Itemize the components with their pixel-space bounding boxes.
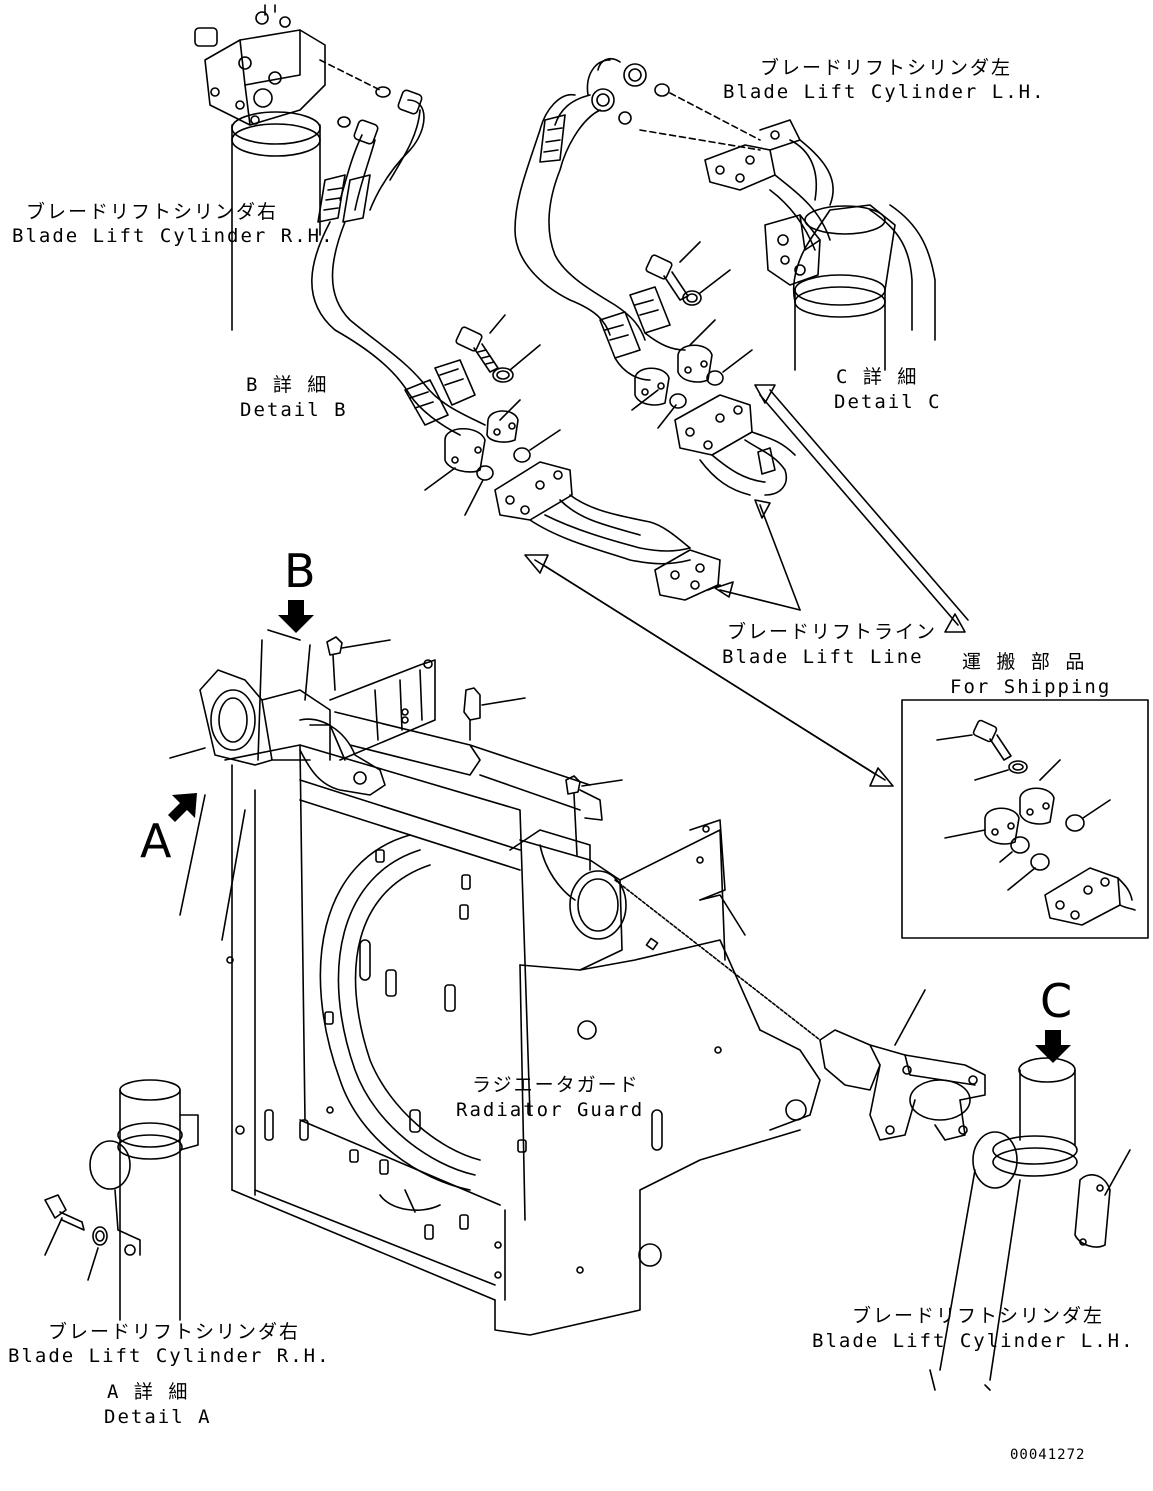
split-flange-icon	[445, 411, 518, 472]
cylinder-lh-head-detail-c	[515, 59, 935, 380]
for-shipping-label-jp: 運 搬 部 品	[962, 651, 1087, 673]
cylinder-lh-bottom-label-en: Blade Lift Cylinder L.H.	[812, 1330, 1135, 1352]
cylinder-lh-top-label-en: Blade Lift Cylinder L.H.	[723, 81, 1046, 103]
double-arrow-icon	[525, 555, 893, 786]
grease-fitting-icon	[327, 637, 342, 690]
leader-line	[755, 500, 770, 518]
o-ring-icon	[93, 1227, 107, 1245]
bolt-icon	[455, 326, 498, 372]
detail-b-label-jp: B 詳 細	[246, 374, 329, 396]
detail-a-label-en: Detail A	[104, 1406, 212, 1428]
cylinder-rh-top-label-jp: ブレードリフトシリンダ右	[26, 201, 279, 223]
detail-b-label-en: Detail B	[240, 399, 348, 421]
for-shipping-box	[902, 700, 1148, 938]
view-letter-c: C	[1040, 974, 1073, 1028]
left-clamp-bracket	[170, 630, 820, 1040]
radiator-guard-label-en: Radiator Guard	[456, 1099, 645, 1121]
cylinder-rh-head-detail-b	[195, 5, 485, 435]
leader-line	[720, 590, 800, 610]
cylinder-rh-bottom-label-en: Blade Lift Cylinder R.H.	[8, 1345, 331, 1367]
o-ring-icon	[683, 291, 701, 305]
leader-line	[715, 582, 733, 597]
detail-c-label-jp: C 詳 細	[836, 366, 919, 388]
grease-fitting-icon	[464, 688, 480, 740]
for-shipping-label-en: For Shipping	[950, 676, 1112, 698]
grease-fitting-icon	[566, 776, 580, 855]
detail-a-label-jp: A 詳 細	[107, 1381, 190, 1403]
cylinder-rh-bottom-label-jp: ブレードリフトシリンダ右	[48, 1321, 301, 1343]
right-clamp-bracket	[820, 990, 1130, 1390]
view-arrow-icon	[168, 600, 1071, 1063]
radiator-guard-label-jp: ラジエータガード	[472, 1074, 640, 1096]
o-ring-icon	[1009, 761, 1027, 773]
detail-c-fittings	[632, 242, 795, 495]
o-ring-icon	[493, 368, 513, 382]
leader-line	[760, 505, 800, 610]
cylinder-rh-top-label-en: Blade Lift Cylinder R.H.	[12, 225, 335, 247]
view-letter-a: A	[140, 814, 172, 868]
bolt-icon	[973, 720, 1011, 760]
radiator-guard-frame	[225, 660, 820, 1335]
detail-b-fittings	[425, 315, 720, 600]
bolt-icon	[45, 1195, 84, 1230]
blade-lift-line-label-jp: ブレードリフトライン	[727, 621, 938, 643]
cylinder-lh-bottom-label-jp: ブレードリフトシリンダ左	[852, 1305, 1105, 1327]
view-letter-b: B	[284, 544, 316, 598]
double-arrow-icon	[755, 385, 968, 632]
blade-lift-line-label-en: Blade Lift Line	[722, 646, 924, 668]
detail-a-cylinder	[45, 1080, 198, 1320]
detail-c-label-en: Detail C	[834, 391, 942, 413]
split-flange-icon	[985, 788, 1054, 844]
drawing-number: 00041272	[1010, 1447, 1086, 1463]
cylinder-lh-top-label-jp: ブレードリフトシリンダ左	[760, 57, 1013, 79]
